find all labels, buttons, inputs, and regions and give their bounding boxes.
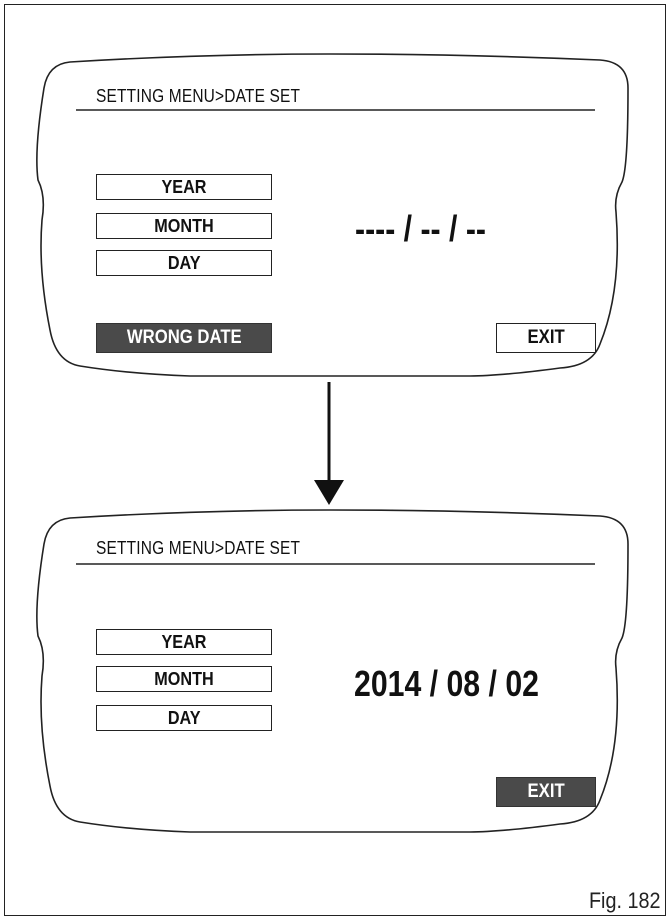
top-day-label: DAY (167, 252, 201, 273)
bottom-date-value: 2014 / 08 / 02 (354, 663, 539, 704)
top-exit-label: EXIT (527, 327, 565, 348)
top-breadcrumb: SETTING MENU>DATE SET (96, 86, 301, 106)
top-exit-button[interactable]: EXIT (496, 323, 596, 353)
bottom-day-label: DAY (167, 707, 201, 728)
bottom-breadcrumb: SETTING MENU>DATE SET (96, 538, 301, 558)
bottom-month-field[interactable]: MONTH (96, 666, 272, 692)
wrong-date-status: WRONG DATE (96, 323, 272, 353)
top-year-field[interactable]: YEAR (96, 174, 272, 200)
bottom-day-field[interactable]: DAY (96, 705, 272, 731)
top-month-field[interactable]: MONTH (96, 213, 272, 239)
bottom-exit-button[interactable]: EXIT (496, 777, 596, 807)
figure-label: Fig. 182 (588, 888, 660, 913)
bottom-month-label: MONTH (154, 668, 214, 689)
down-arrow-head (314, 480, 344, 505)
top-day-field[interactable]: DAY (96, 250, 272, 276)
bottom-exit-label: EXIT (527, 781, 565, 802)
bottom-year-field[interactable]: YEAR (96, 629, 272, 655)
wrong-date-label: WRONG DATE (126, 327, 242, 348)
top-year-label: YEAR (161, 176, 207, 197)
bottom-year-label: YEAR (161, 631, 207, 652)
top-display-outline (36, 53, 629, 377)
top-date-value: ---- / -- / -- (355, 208, 486, 249)
top-month-label: MONTH (154, 215, 214, 236)
bottom-display-outline (36, 509, 629, 833)
